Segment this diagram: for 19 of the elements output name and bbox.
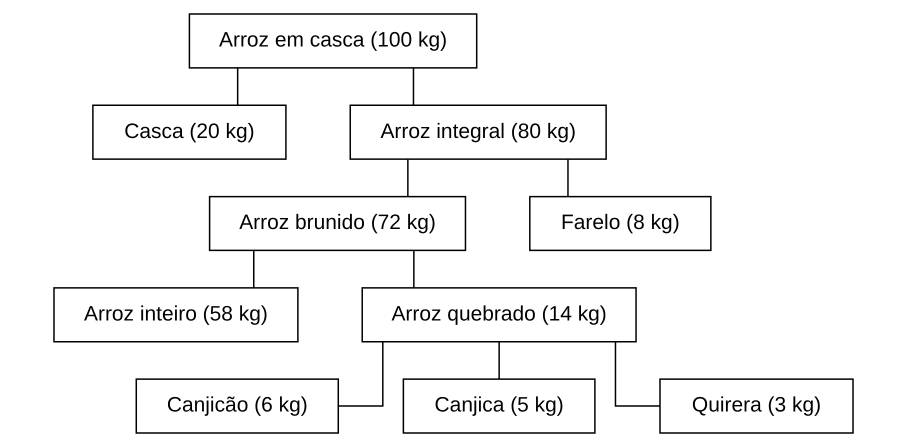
node-box: Canjicão (6 kg) [135,378,339,434]
connector [412,68,414,105]
connector [338,342,384,407]
connector [406,160,408,196]
node-box: Quirera (3 kg) [658,378,854,434]
node-box: Arroz em casca (100 kg) [188,13,477,69]
connector [614,342,660,407]
node-box: Farelo (8 kg) [528,196,712,252]
node-box: Arroz inteiro (58 kg) [52,287,298,342]
node-box: Arroz brunido (72 kg) [208,196,466,252]
connector [252,250,254,288]
connector [236,68,238,105]
node-box: Casca (20 kg) [92,104,286,160]
node-box: Canjica (5 kg) [402,378,596,434]
connector [498,342,500,379]
connector [412,250,414,288]
connector [566,160,568,196]
node-box: Arroz quebrado (14 kg) [360,287,636,342]
node-box: Arroz integral (80 kg) [349,104,606,160]
